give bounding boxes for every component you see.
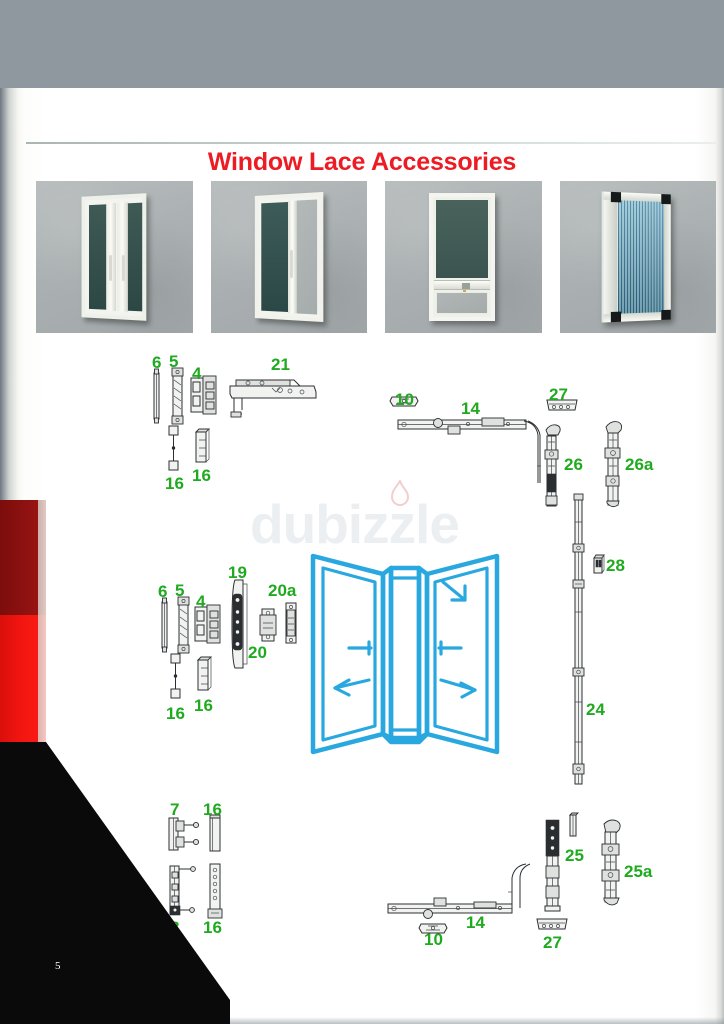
pleated-mesh [617,197,664,317]
part-drawing-20 [258,603,278,647]
part-drawing-4 [190,374,218,418]
photo-single-sash-window [210,181,367,333]
part-label-25a: 25a [624,862,653,881]
dubizzle-watermark: dubizzle [250,493,460,555]
pull-bar-catch [462,283,470,289]
window-frame [254,191,323,323]
glass-pane [127,202,143,312]
part-label-7: 7 [170,800,180,819]
flame-icon [388,478,412,510]
screen-frame [429,193,495,321]
part-drawing-5-mid [176,595,192,655]
page-number: 5 [55,960,61,972]
part-drawing-16-c [168,652,184,700]
part-label-26a: 26a [625,455,654,474]
part-drawing-10-top [389,395,419,409]
part-label-5-top: 5 [169,352,179,371]
pull-bar [434,280,490,290]
part-drawing-4-mid [194,603,222,647]
part-label-6-top: 6 [152,353,162,372]
glass-pane [260,202,288,312]
window-handle [121,254,125,282]
part-label-16-d: 16 [194,696,213,715]
glass-pane [88,204,107,310]
part-drawing-19 [226,578,252,670]
part-label-10-top: 10 [395,390,414,409]
screen-frame [601,191,671,323]
part-label-28: 28 [606,556,625,575]
part-drawing-20a [282,600,300,646]
part-drawing-27-bot [535,917,569,933]
part-drawing-25a [596,818,626,914]
part-label-4-mid: 4 [196,592,206,611]
part-label-20a: 20a [268,581,297,600]
part-drawing-6-mid [158,597,172,653]
part-label-21: 21 [271,355,290,374]
part-drawing-27-top [545,398,579,414]
window-frame [81,193,147,321]
part-drawing-16-e [206,812,224,854]
side-rail [603,193,617,321]
part-label-6-mid: 6 [158,582,168,601]
part-drawing-26a [600,418,628,514]
part-drawing-5 [170,366,186,426]
part-label-16-f: 16 [203,918,222,937]
part-label-27-top: 27 [549,385,568,404]
part-label-25: 25 [565,846,584,865]
window-handle [289,249,293,279]
part-label-27-bot: 27 [543,933,562,952]
part-drawing-6 [150,368,164,424]
sheet-right-edge-shadow [715,88,724,1024]
part-drawing-25 [540,818,566,914]
part-label-14-top: 14 [461,399,480,418]
part-drawing-24 [570,492,586,792]
part-drawing-10-bot [418,922,448,936]
part-label-16-e: 16 [203,800,222,819]
part-label-4-top: 4 [192,364,202,383]
part-drawing-28 [591,553,605,576]
photo-double-casement-window [36,181,193,333]
part-drawing-28-bot [567,812,580,838]
corner-bracket [660,309,671,320]
part-drawing-16-a [166,424,182,472]
lower-opening [436,292,488,314]
window-handle [109,255,113,281]
page-title: Window Lace Accessories [207,148,517,176]
part-label-24: 24 [586,700,605,719]
double-casement-window-diagram [305,538,505,758]
part-drawing-8 [166,862,200,920]
product-photo-strip [36,181,716,333]
part-label-26: 26 [564,455,583,474]
part-label-19: 19 [228,563,247,582]
corner-bracket [660,194,671,205]
sheet-top-rule [16,142,716,144]
part-drawing-14-bot [386,862,536,922]
part-drawing-26 [540,422,566,514]
corner-bracket [610,311,621,323]
book-cover-page-edge [38,500,46,755]
photo-pleated-insect-screen [559,181,716,333]
part-label-20: 20 [248,643,267,662]
open-sash-area [296,199,317,315]
part-label-16-b: 16 [192,466,211,485]
part-drawing-16-f [206,862,224,920]
sheet-bottom-edge-shadow [0,1017,724,1024]
part-drawing-7 [166,815,200,853]
part-label-16-a: 16 [165,474,184,493]
photo-roller-insect-screen [385,181,542,333]
part-drawing-14-top [396,414,546,496]
screen-mesh [436,200,488,278]
part-drawing-21 [228,372,318,422]
part-drawing-16-b [192,428,212,466]
corner-bracket [610,191,621,203]
part-label-10-bot: 10 [424,930,443,949]
side-rail [663,196,671,318]
part-label-5-mid: 5 [175,581,185,600]
part-label-14-bot: 14 [466,913,485,932]
part-label-16-c: 16 [166,704,185,723]
part-drawing-16-d [194,656,214,694]
